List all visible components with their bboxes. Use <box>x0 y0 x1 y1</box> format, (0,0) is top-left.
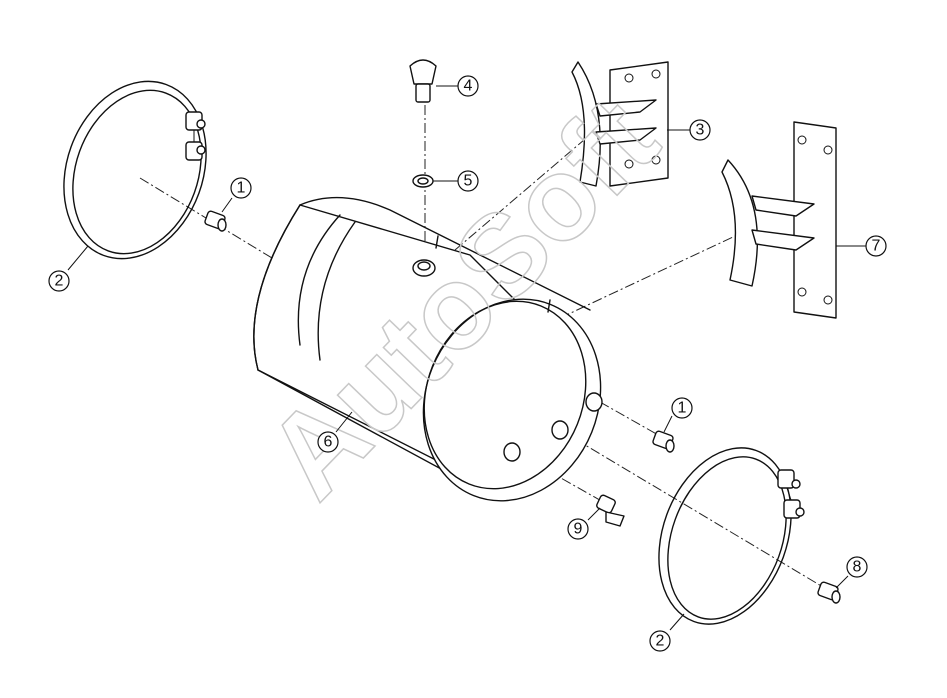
o-ring-washer <box>412 174 434 188</box>
callout-7-label: 7 <box>872 238 881 255</box>
callout-1-left-label: 1 <box>237 180 246 197</box>
callout-8: 8 <box>846 556 868 578</box>
mounting-bracket-upper <box>571 61 669 187</box>
band-clamp-left <box>63 80 207 260</box>
fitting-left <box>204 210 227 232</box>
callout-4: 4 <box>457 75 479 97</box>
tank-cylinder <box>253 196 603 502</box>
callout-5: 5 <box>457 170 479 192</box>
callout-2-right-label: 2 <box>656 633 665 650</box>
callout-3-label: 3 <box>696 122 705 139</box>
callout-2-right: 2 <box>649 630 671 652</box>
valve-fitting <box>596 494 625 527</box>
drain-plug <box>409 59 437 103</box>
callout-1-left: 1 <box>230 177 252 199</box>
callout-6: 6 <box>317 431 339 453</box>
callout-3: 3 <box>689 119 711 141</box>
callout-6-label: 6 <box>324 434 333 451</box>
callout-1-right-label: 1 <box>678 400 687 417</box>
callout-2-left-label: 2 <box>55 273 64 290</box>
callout-leaders <box>67 85 866 631</box>
callout-9-label: 9 <box>574 521 583 538</box>
mounting-bracket-lower <box>721 121 837 319</box>
plug-fitting <box>817 581 841 604</box>
fitting-right <box>652 430 675 453</box>
callout-8-label: 8 <box>853 559 862 576</box>
callout-7: 7 <box>865 235 887 257</box>
callout-4-label: 4 <box>464 78 473 95</box>
callout-2-left: 2 <box>48 270 70 292</box>
callout-9: 9 <box>567 518 589 540</box>
callout-5-label: 5 <box>464 173 473 190</box>
band-clamp-right <box>658 447 805 625</box>
callout-1-right: 1 <box>671 397 693 419</box>
